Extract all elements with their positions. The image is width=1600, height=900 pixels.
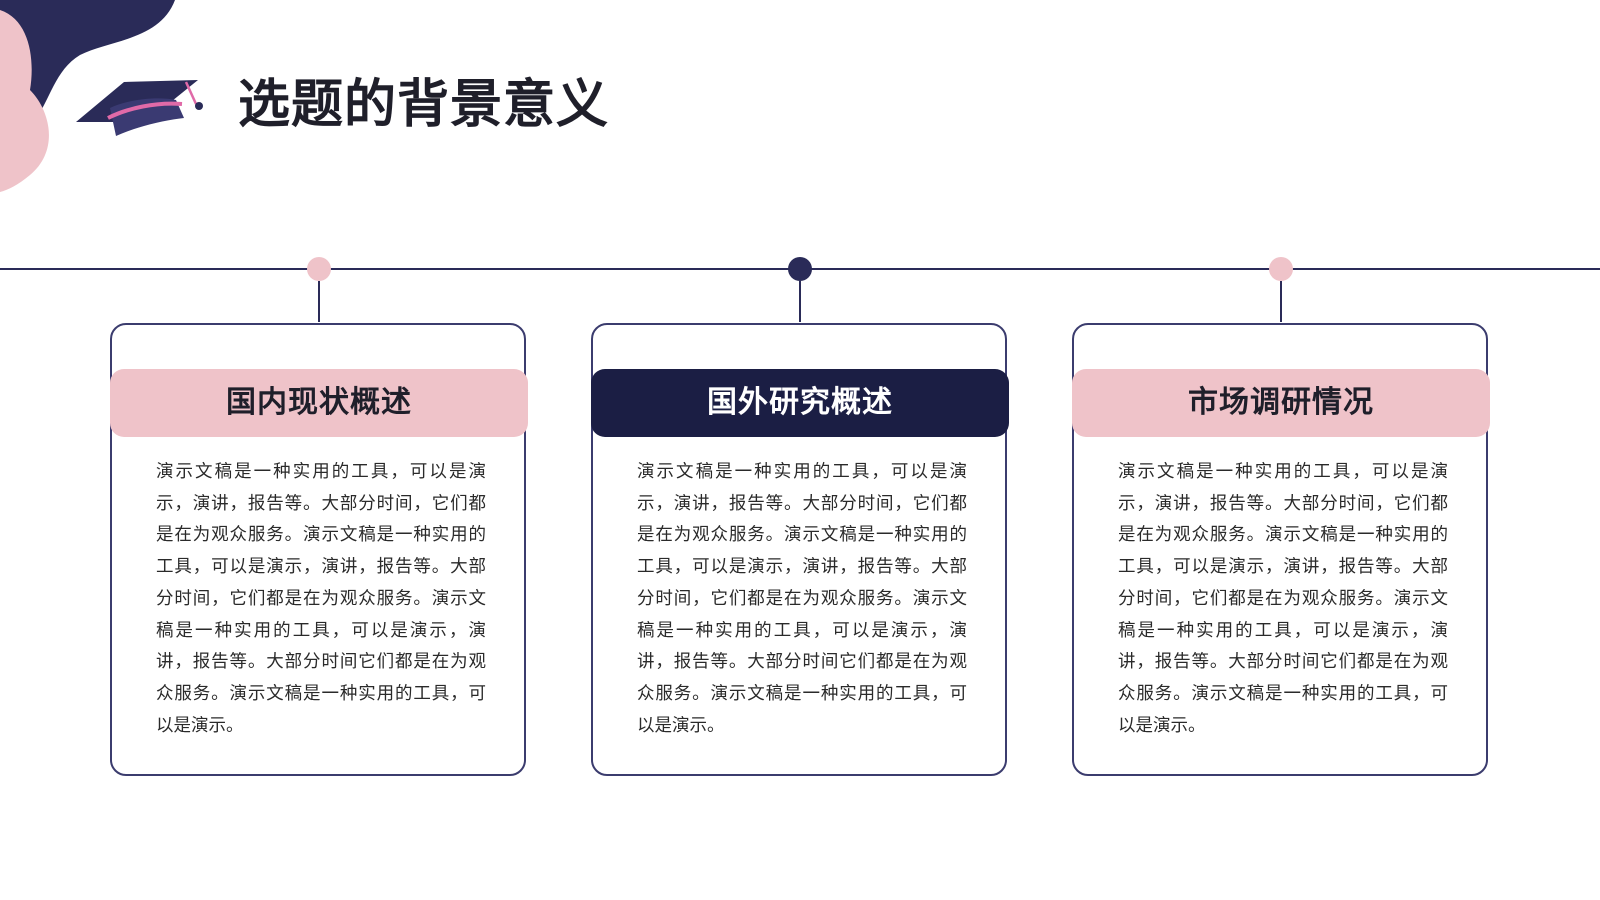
timeline-stem-2 (799, 281, 801, 322)
timeline-node-2 (788, 257, 812, 281)
timeline-node-3 (1269, 257, 1293, 281)
card-foreign-research: 国外研究概述 演示文稿是一种实用的工具，可以是演示，演讲，报告等。大部分时间，它… (591, 323, 1009, 776)
card-body-text: 演示文稿是一种实用的工具，可以是演示，演讲，报告等。大部分时间，它们都是在为观众… (1118, 462, 1448, 736)
corner-decoration (0, 0, 175, 192)
card-heading: 市场调研情况 (1072, 369, 1490, 437)
graduation-cap-icon (76, 80, 203, 136)
timeline-stem-3 (1280, 281, 1282, 322)
card-heading: 国内现状概述 (110, 369, 528, 437)
card-domestic-status: 国内现状概述 演示文稿是一种实用的工具，可以是演示，演讲，报告等。大部分时间，它… (110, 323, 528, 776)
card-market-research: 市场调研情况 演示文稿是一种实用的工具，可以是演示，演讲，报告等。大部分时间，它… (1072, 323, 1490, 776)
timeline-stem-1 (318, 281, 320, 322)
page-title: 选题的背景意义 (238, 75, 610, 135)
timeline-node-1 (307, 257, 331, 281)
card-body-text: 演示文稿是一种实用的工具，可以是演示，演讲，报告等。大部分时间，它们都是在为观众… (637, 462, 967, 736)
card-body-text: 演示文稿是一种实用的工具，可以是演示，演讲，报告等。大部分时间，它们都是在为观众… (156, 462, 486, 736)
card-heading: 国外研究概述 (591, 369, 1009, 437)
